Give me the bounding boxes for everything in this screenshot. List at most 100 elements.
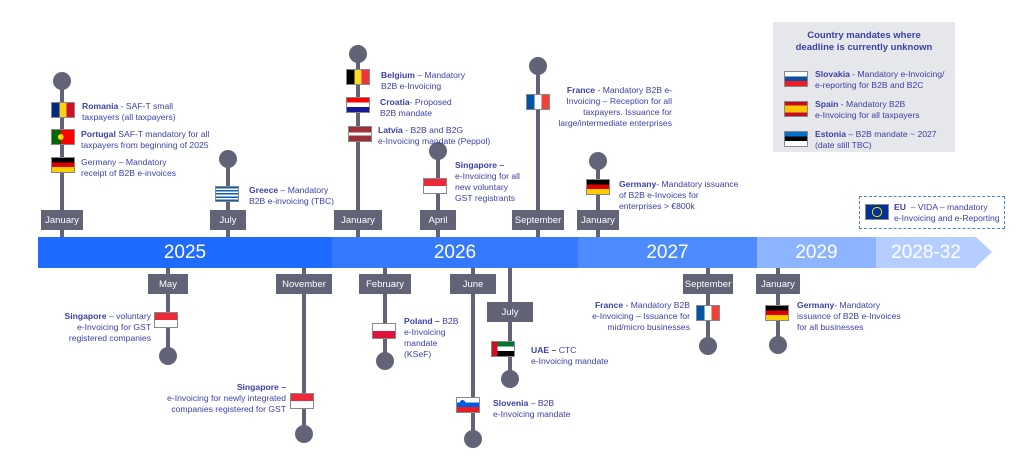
month-label: January <box>41 210 83 230</box>
month-label: September <box>512 210 564 230</box>
event-text: Belgium – Mandatory B2B e-Invoicing <box>381 70 465 92</box>
event-text: Romania - SAF-T small taxpayers (all tax… <box>82 101 176 123</box>
stem-bottom <box>166 268 170 356</box>
event-text: Germany- Mandatory issuance of B2B e-Inv… <box>619 179 738 212</box>
pin-icon <box>501 370 519 388</box>
country-name: Poland – <box>404 316 443 326</box>
month-label: June <box>450 274 496 294</box>
flag-france-icon <box>527 95 549 109</box>
country-name: Estonia <box>815 129 847 139</box>
event-text: Portugal SAF-T mandatory for all taxpaye… <box>81 129 209 151</box>
event-text: Spain - Mandatory B2B e-Invoicing for al… <box>815 99 920 121</box>
pin-icon <box>769 336 787 354</box>
event-text: Slovakia - Mandatory e-Invoicing/ e-repo… <box>815 69 944 91</box>
month-label: November <box>276 274 332 294</box>
country-name: Belgium <box>381 70 415 80</box>
country-name: Latvia <box>378 125 403 135</box>
country-name: Slovenia <box>493 398 529 408</box>
country-name: France <box>566 85 596 95</box>
year-segment-2027: 2027 <box>578 237 757 268</box>
month-label: May <box>148 274 188 294</box>
flag-germany-icon <box>52 158 74 172</box>
event-description: - Proposed B2B mandate <box>380 97 452 118</box>
event-description: e-Invoicing for all new voluntary GST re… <box>455 171 520 203</box>
stem-top <box>536 66 540 237</box>
event-text: Singapore – e-Invoicing for newly integr… <box>167 382 286 415</box>
event-description: - Mandatory issuance of B2B e-Invoices f… <box>797 300 901 332</box>
month-label: July <box>487 302 533 322</box>
event-description: – Mandatory B2B e-invoicing (TBC) <box>249 185 335 206</box>
flag-singapore-icon <box>291 394 313 408</box>
pin-icon <box>219 150 237 168</box>
event-description: CTC e-Invoicing mandate <box>531 345 609 366</box>
country-name: Germany <box>797 300 835 310</box>
pin-icon <box>376 352 394 370</box>
event-description: – voluntary e-Invoicing for GST register… <box>68 311 151 343</box>
event-description: – B2B mandate ~ 2027 (date still TBC) <box>815 129 937 150</box>
flag-singapore-icon <box>155 313 177 327</box>
year-segment-2029: 2029 <box>757 237 876 268</box>
event-text: Germany – Mandatory receipt of B2B e-inv… <box>81 157 176 179</box>
country-name: Spain <box>815 99 839 109</box>
country-name: Portugal <box>81 129 116 139</box>
event-description: – B2B e-Invoicing mandate <box>493 398 571 419</box>
flag-slovakia-icon <box>785 72 807 86</box>
event-description: - Mandatory B2B e-Invoicing for all taxp… <box>815 99 920 120</box>
event-description: Germany – Mandatory receipt of B2B e-inv… <box>81 157 177 178</box>
month-label: January <box>334 210 382 230</box>
flag-greece-icon <box>216 187 238 201</box>
month-label: January <box>577 210 619 230</box>
country-name: EU <box>894 202 909 212</box>
country-name: Germany <box>619 179 657 189</box>
event-description: - Mandatory B2B e- Invoicing – Reception… <box>558 85 672 128</box>
event-text: Croatia- Proposed B2B mandate <box>380 97 452 119</box>
pin-icon <box>349 45 367 63</box>
country-name: UAE – <box>531 345 559 355</box>
flag-latvia-icon <box>349 127 371 141</box>
flag-singapore-icon <box>424 179 446 193</box>
event-description: – Mandatory B2B e-Invoicing <box>381 70 466 91</box>
pin-icon <box>699 337 717 355</box>
event-text: Slovenia – B2B e-Invoicing mandate <box>493 398 570 420</box>
event-text: France - Mandatory B2B e- Invoicing – Re… <box>558 85 672 129</box>
flag-poland-icon <box>373 324 395 338</box>
year-segment-2025: 2025 <box>38 237 332 268</box>
flag-portugal-icon <box>52 130 74 144</box>
event-description: - B2B and B2G e-Invoicing mandate (Peppo… <box>378 125 491 146</box>
event-description: SAF-T mandatory for all taxpayers from b… <box>81 129 210 150</box>
flag-germany-icon <box>587 180 609 194</box>
stem-top <box>436 151 440 237</box>
pin-icon <box>529 57 547 75</box>
flag-spain-icon <box>785 102 807 116</box>
flag-estonia-icon <box>785 132 807 146</box>
unknown-deadline-box: Country mandates where deadline is curre… <box>773 22 955 152</box>
flag-eu-icon <box>866 205 888 219</box>
stem-top <box>596 161 600 237</box>
event-text: Singapore – e-Invoicing for all new volu… <box>455 160 520 204</box>
event-description: - Mandatory e-Invoicing/ e-reporting for… <box>815 69 945 90</box>
event-description: - Mandatory issuance of B2B e-Invoices f… <box>619 179 739 211</box>
month-label: February <box>359 274 411 294</box>
event-text: Estonia – B2B mandate ~ 2027 (date still… <box>815 129 937 151</box>
stem-bottom <box>471 268 475 439</box>
pin-icon <box>429 142 447 160</box>
event-text: Poland – B2B e-Invoicing mandate (KSeF) <box>404 316 458 360</box>
event-text: UAE – CTC e-Invoicing mandate <box>531 345 608 367</box>
flag-slovenia-icon <box>457 398 479 412</box>
event-text: France - Mandatory B2B e-Invoicing – Iss… <box>592 300 690 333</box>
timeline-arrow-tip <box>976 237 992 267</box>
stem-bottom <box>383 268 387 361</box>
stem-bottom <box>302 268 306 434</box>
eu-vida-box: EU – VIDA – mandatory e-Invoicing and e-… <box>859 196 1005 229</box>
event-description: - SAF-T small taxpayers (all taxpayers) <box>82 101 176 122</box>
stem-top <box>356 54 360 237</box>
country-name: Singapore <box>64 311 107 321</box>
flag-romania-icon <box>52 103 74 117</box>
stem-bottom <box>508 268 512 379</box>
year-segment-2028-32: 2028-32 <box>876 237 976 268</box>
country-name: Romania <box>82 101 119 111</box>
unknown-box-title: Country mandates where deadline is curre… <box>795 30 933 53</box>
month-label: September <box>683 274 733 294</box>
pin-icon <box>295 425 313 443</box>
